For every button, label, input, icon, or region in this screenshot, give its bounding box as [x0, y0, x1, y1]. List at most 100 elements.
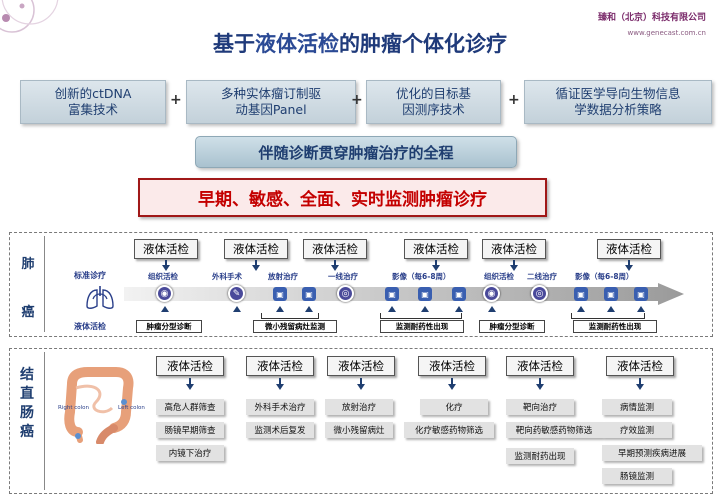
arrow-down-icon — [432, 265, 440, 271]
arrow-down — [513, 260, 515, 266]
plus-sign: + — [170, 92, 182, 108]
clinical-step: 肠镜监测 — [602, 468, 672, 484]
clinical-step: 放射治疗 — [325, 399, 393, 415]
plus-sign: + — [351, 92, 363, 108]
stage-label: 二线治疗 — [527, 272, 557, 281]
timeline-arrow — [124, 283, 684, 305]
blood-test-icon: ▣ — [273, 287, 287, 301]
arrow-down — [451, 378, 453, 385]
company-url: www.genecast.com.cn — [627, 28, 706, 37]
liquid-biopsy-box: 液体活检 — [482, 239, 546, 259]
stage-label: 一线治疗 — [328, 272, 358, 281]
arrow-down-icon — [510, 265, 518, 271]
liquid-biopsy-box: 液体活检 — [303, 239, 367, 259]
arrow-down-icon — [448, 384, 456, 390]
blood-test-icon: ▣ — [574, 287, 588, 301]
biopsy-icon: ◉ — [156, 285, 173, 302]
liquid-biopsy-box: 液体活检 — [418, 356, 486, 376]
clinical-step: 早期预测疾病进展 — [602, 445, 702, 461]
stage-label: 外科手术 — [212, 272, 242, 281]
stage-label: 放射治疗 — [268, 272, 298, 281]
liquid-biopsy-box: 液体活检 — [597, 239, 661, 259]
plus-sign: + — [508, 92, 520, 108]
clinical-step: 外科手术治疗 — [246, 399, 314, 415]
stage-label: 影像（每6-8周） — [575, 272, 634, 281]
arrow-down — [639, 378, 641, 385]
clinical-step: 监测术后复发 — [246, 422, 314, 438]
stage-label: 影像（每6-8周） — [392, 272, 451, 281]
tech-box-sequencing: 优化的目标基因测序技术 — [366, 80, 501, 124]
liquid-biopsy-box: 液体活检 — [606, 356, 674, 376]
tech-box-panel: 多种实体瘤订制驱动基因Panel — [186, 80, 356, 124]
clinical-step: 病情监测 — [602, 399, 672, 415]
liquid-biopsy-box: 液体活检 — [327, 356, 395, 376]
companion-diagnosis-banner: 伴随诊断贯穿肿瘤治疗的全程 — [195, 136, 517, 168]
colorectal-cancer-label: 结 直 肠 癌 — [20, 367, 34, 440]
tech-box-bioinformatics: 循证医学导向生物信息学数据分析策略 — [524, 80, 712, 124]
company-logo: 臻和（北京）科技有限公司 www.genecast.com.cn — [597, 13, 706, 38]
blood-test-icon: ▣ — [302, 287, 316, 301]
arrow-up-icon — [388, 306, 396, 312]
blood-test-icon: ▣ — [418, 287, 432, 301]
liquid-biopsy-box: 液体活检 — [404, 239, 468, 259]
bracket — [380, 313, 462, 319]
corner-decoration — [0, 0, 59, 33]
lung-cancer-label: 癌 — [21, 305, 35, 320]
liquid-biopsy-purpose: 肿瘤分型诊断 — [136, 320, 202, 333]
liquid-biopsy-box: 液体活检 — [506, 356, 574, 376]
surgery-icon: ✎ — [228, 285, 245, 302]
arrow-down-icon — [186, 384, 194, 390]
bracket — [261, 313, 319, 319]
clinical-step: 靶向治疗 — [506, 399, 574, 415]
arrow-down-icon — [357, 384, 365, 390]
arrow-up-icon — [161, 306, 169, 312]
page-title: 基于液体活检的肿瘤个体化诊疗 — [213, 32, 507, 56]
clinical-step: 化疗 — [420, 399, 488, 415]
arrow-down — [189, 378, 191, 385]
arrow-down-icon — [625, 265, 633, 271]
stage-label: 组织活检 — [484, 272, 514, 281]
arrow-down — [360, 378, 362, 385]
clinical-step: 肠镜早期筛查 — [156, 422, 224, 438]
lungs-icon — [86, 286, 114, 309]
liquid-biopsy-box: 液体活检 — [224, 239, 288, 259]
liquid-biopsy-purpose: 监测耐药性出现 — [380, 320, 464, 333]
blood-test-icon: ▣ — [385, 287, 399, 301]
company-name: 臻和（北京）科技有限公司 — [597, 13, 706, 23]
arrow-down — [255, 260, 257, 266]
arrow-down-icon — [252, 265, 260, 271]
blood-test-icon: ▣ — [452, 287, 466, 301]
treatment-icon: ◎ — [531, 285, 548, 302]
anatomy-label: Left colon — [118, 405, 145, 411]
liquid-biopsy-purpose: 微小残留病灶监测 — [253, 320, 337, 333]
liquid-biopsy-row-label: 液体活检 — [74, 322, 106, 331]
blood-test-icon: ▣ — [604, 287, 618, 301]
stage-label: 组织活检 — [148, 272, 178, 281]
arrow-up-icon — [421, 306, 429, 312]
arrow-up-icon — [455, 306, 463, 312]
liquid-biopsy-purpose: 监测耐药性出现 — [573, 320, 657, 333]
blood-test-icon: ▣ — [634, 287, 648, 301]
divider — [44, 352, 45, 490]
liquid-biopsy-box: 液体活检 — [134, 239, 198, 259]
liquid-biopsy-box: 液体活检 — [156, 356, 224, 376]
arrow-up-icon — [577, 306, 585, 312]
arrow-down — [334, 260, 336, 266]
arrow-down — [279, 378, 281, 385]
arrow-down — [539, 378, 541, 385]
arrow-down — [165, 260, 167, 266]
arrow-down-icon — [331, 265, 339, 271]
treatment-icon: ◎ — [337, 285, 354, 302]
colon-anatomy-icon — [64, 367, 134, 444]
biopsy-icon: ◉ — [483, 285, 500, 302]
standard-care-label: 标准诊疗 — [74, 271, 106, 280]
arrow-up-icon — [233, 306, 241, 312]
arrow-down-icon — [536, 384, 544, 390]
arrow-down — [628, 260, 630, 266]
arrow-down-icon — [276, 384, 284, 390]
arrow-up-icon — [488, 306, 496, 312]
monitoring-banner: 早期、敏感、全面、实时监测肿瘤诊疗 — [138, 178, 547, 217]
arrow-up-icon — [276, 306, 284, 312]
clinical-step: 靶向药敏感药物筛选 — [506, 422, 602, 438]
